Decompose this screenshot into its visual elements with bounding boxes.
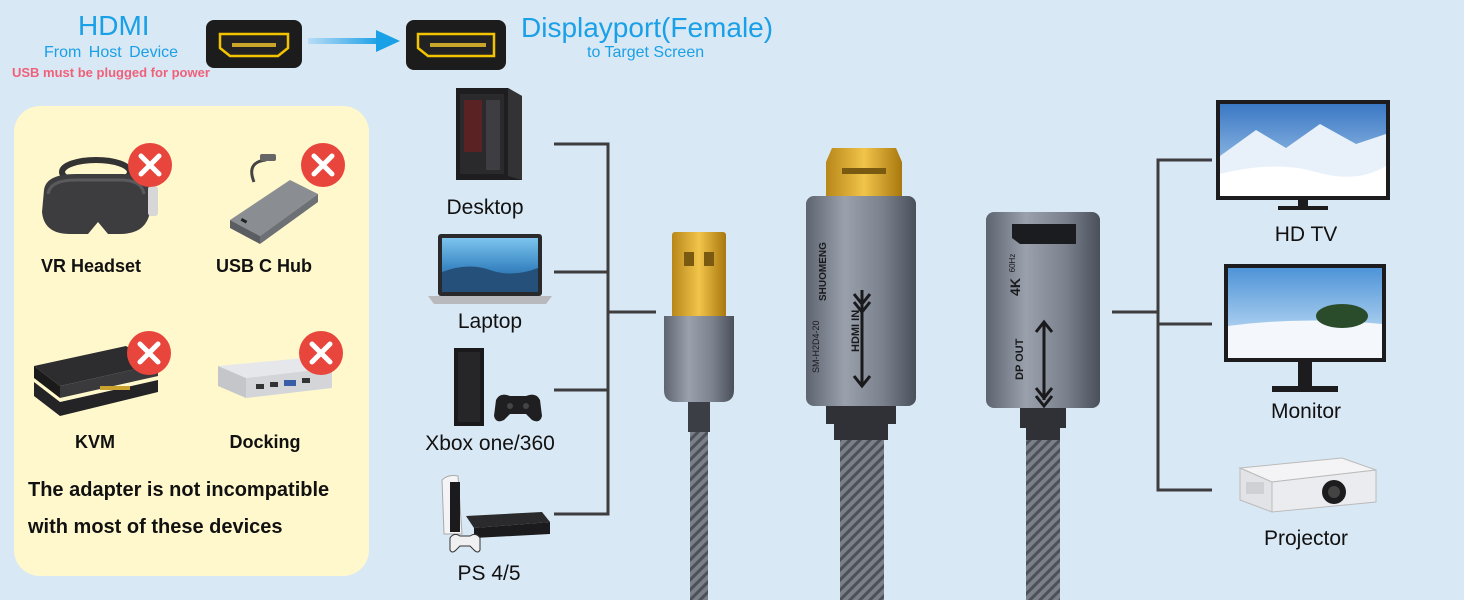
device-label-docking: Docking [229,432,301,452]
vr-headset-icon [42,157,158,234]
displayport-port-icon [406,20,506,70]
target-label-monitor: Monitor [1270,400,1342,423]
brand-label: SHUOMENG [811,242,871,301]
laptop-icon [428,234,552,304]
hd-tv-icon [1216,100,1390,210]
target-label-hd-tv: HD TV [1274,223,1338,246]
usb-power-note: USB must be plugged for power [12,65,210,80]
compatibility-warning-line-1: The adapter is not incompatible [28,479,330,501]
device-label-vr-headset: VR Headset [40,256,142,276]
desktop-pc-icon [456,88,522,180]
source-label-laptop: Laptop [457,310,523,333]
displayport-subtitle: to Target Screen [587,44,705,61]
kvm-switch-icon [34,346,158,416]
displayport-title: Displayport(Female) [521,12,774,43]
hdmi-subtitle: From Host Device [44,44,179,61]
target-connector-lines [1112,158,1212,492]
hdmi-port-icon [206,20,302,68]
monitor-icon [1224,264,1386,392]
refresh-label: 60Hz [1008,253,1017,273]
arrow-right-icon [308,30,400,52]
not-supported-icon [301,143,345,187]
device-label-kvm: KVM [75,432,115,452]
hdmi-title: HDMI [78,10,150,41]
game-console-icon [454,348,542,426]
adapter-cable-illustration [664,148,1100,600]
device-label-usb-c-hub: USB C Hub [216,256,312,276]
not-supported-icon [127,331,171,375]
source-connector-lines [554,142,656,516]
target-label-projector: Projector [1263,527,1349,550]
playstation-icon [441,475,550,553]
source-label-desktop: Desktop [446,196,524,219]
usb-c-hub-icon [230,154,318,244]
source-label-ps: PS 4/5 [457,562,521,585]
resolution-label: 4K [1007,278,1023,296]
projector-icon [1238,457,1377,513]
compatibility-warning-line-2: with most of these devices [28,516,283,538]
source-label-xbox: Xbox one/360 [425,432,555,455]
dp-out-label: DP OUT [1014,338,1026,380]
not-supported-icon [128,143,172,187]
not-supported-icon [299,331,343,375]
hdmi-in-label: HDMI IN [850,309,862,352]
